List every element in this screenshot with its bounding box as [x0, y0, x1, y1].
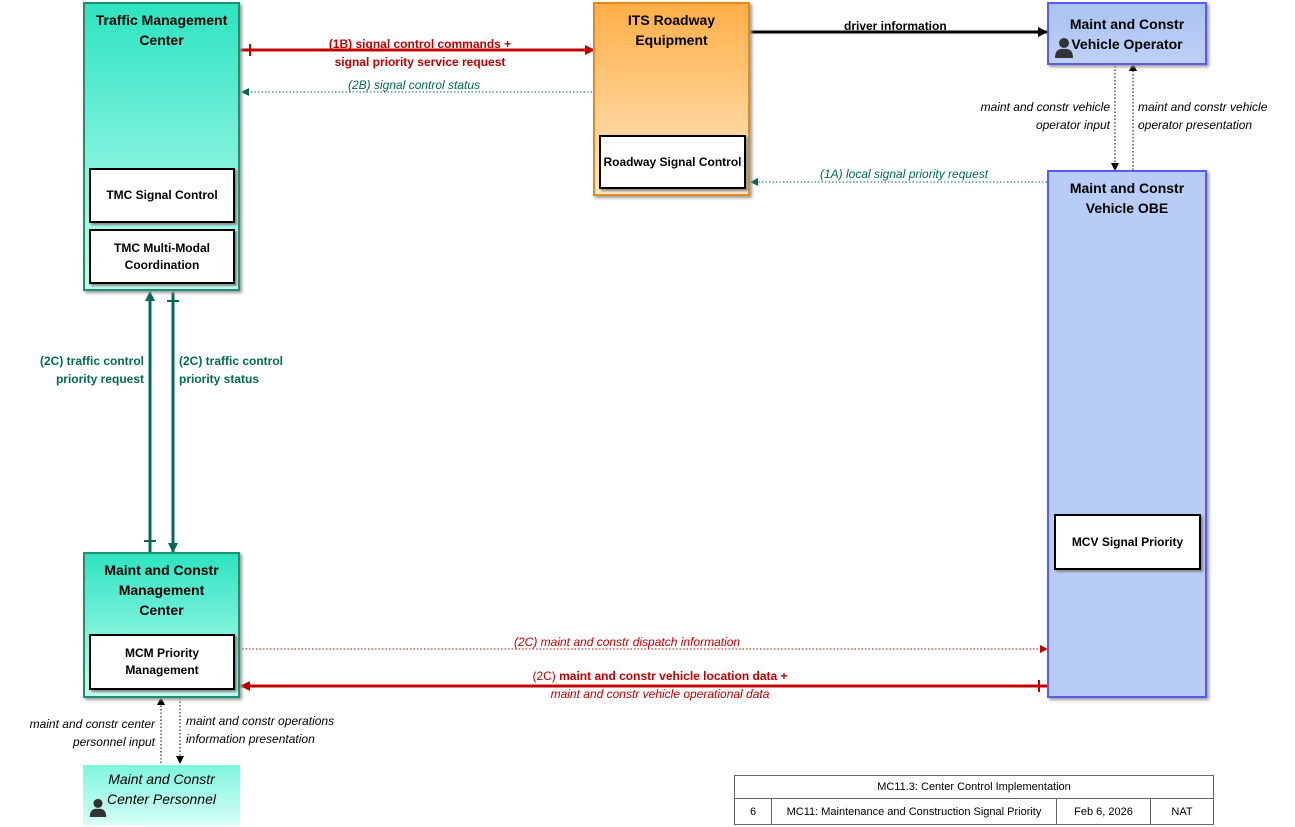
flow-1a-label: (1A) local signal priority request	[820, 167, 989, 181]
person-icon	[1055, 38, 1073, 58]
footer-date: Feb 6, 2026	[1057, 799, 1151, 824]
flow-2c-location-prefix: (2C)	[532, 669, 560, 683]
flow-2c-status-line1: (2C) traffic control	[179, 354, 284, 368]
flow-2c-location-label: (2C) maint and constr vehicle location d…	[460, 667, 860, 703]
tmc-title: Traffic Management Center	[95, 12, 228, 48]
flow-1b-label-line1: (1B) signal control commands +	[328, 37, 512, 51]
person-icon	[89, 798, 107, 817]
vehicle-operator-title: Maint and Constr Vehicle Operator	[1069, 16, 1185, 52]
center-personnel-title: Maint and Constr Center Personnel	[107, 771, 216, 807]
operator-presentation-label: maint and constr vehicle operator presen…	[1138, 98, 1267, 134]
flow-2c-location-line2: maint and constr vehicle operational dat…	[550, 687, 770, 701]
footer-org: NAT	[1171, 805, 1193, 818]
operator-presentation-line1: maint and constr vehicle	[1138, 100, 1268, 114]
flow-2c-request-line1: (2C) traffic control	[39, 354, 144, 368]
operator-input-line2: operator input	[1035, 118, 1110, 132]
flow-2c-request-line2: priority request	[55, 372, 144, 386]
operator-presentation-line2: operator presentation	[1138, 118, 1253, 132]
mcm-priority-management[interactable]: MCM Priority Management	[89, 634, 235, 690]
operator-input-line1: maint and constr vehicle	[980, 100, 1110, 114]
its-roadway-title: ITS Roadway Equipment	[627, 12, 716, 48]
vehicle-obe-box[interactable]: Maint and Constr Vehicle OBE	[1047, 170, 1207, 698]
tmc-multimodal-coordination[interactable]: TMC Multi-Modal Coordination	[89, 229, 235, 284]
footer-info-row: 6 MC11: Maintenance and Construction Sig…	[734, 798, 1214, 825]
flow-2c-status-line2: priority status	[179, 372, 260, 386]
driver-info-label: driver information	[844, 19, 947, 33]
ops-presentation-line2: information presentation	[186, 732, 315, 746]
footer-package: MC11: Maintenance and Construction Signa…	[772, 799, 1057, 824]
footer-title: MC11.3: Center Control Implementation	[877, 781, 1071, 793]
ops-presentation-label: maint and constr operations information …	[186, 712, 334, 748]
personnel-input-line1: maint and constr center	[29, 717, 155, 731]
center-personnel-box[interactable]: Maint and Constr Center Personnel	[83, 765, 240, 825]
ops-presentation-line1: maint and constr operations	[186, 714, 335, 728]
tmc-signal-control[interactable]: TMC Signal Control	[89, 168, 235, 223]
flow-2c-location-bold: maint and constr vehicle location data +	[559, 669, 788, 683]
flow-1b-label-line2: signal priority service request	[334, 55, 506, 69]
flow-2c-dispatch-label: (2C) maint and constr dispatch informati…	[514, 635, 741, 649]
mcm-center-title: Maint and Constr Management Center	[104, 562, 219, 618]
mcv-signal-priority[interactable]: MCV Signal Priority	[1054, 514, 1201, 570]
flow-1b-label: (1B) signal control commands + signal pr…	[300, 35, 540, 71]
flow-2c-request-label: (2C) traffic control priority request	[0, 352, 144, 388]
flow-2c-location-line1: (2C) maint and constr vehicle location d…	[460, 667, 860, 685]
flow-2b-label: (2B) signal control status	[348, 78, 481, 92]
personnel-input-line2: personnel input	[72, 735, 155, 749]
operator-input-label: maint and constr vehicle operator input	[930, 98, 1110, 134]
vehicle-obe-title: Maint and Constr Vehicle OBE	[1069, 180, 1185, 216]
footer-title-row: MC11.3: Center Control Implementation	[734, 775, 1214, 799]
personnel-input-label: maint and constr center personnel input	[0, 715, 155, 751]
roadway-signal-control[interactable]: Roadway Signal Control	[599, 135, 746, 189]
vehicle-operator-box[interactable]: Maint and Constr Vehicle Operator	[1047, 2, 1207, 65]
flow-2c-status-label: (2C) traffic control priority status	[179, 352, 283, 388]
footer-page: 6	[735, 799, 772, 824]
